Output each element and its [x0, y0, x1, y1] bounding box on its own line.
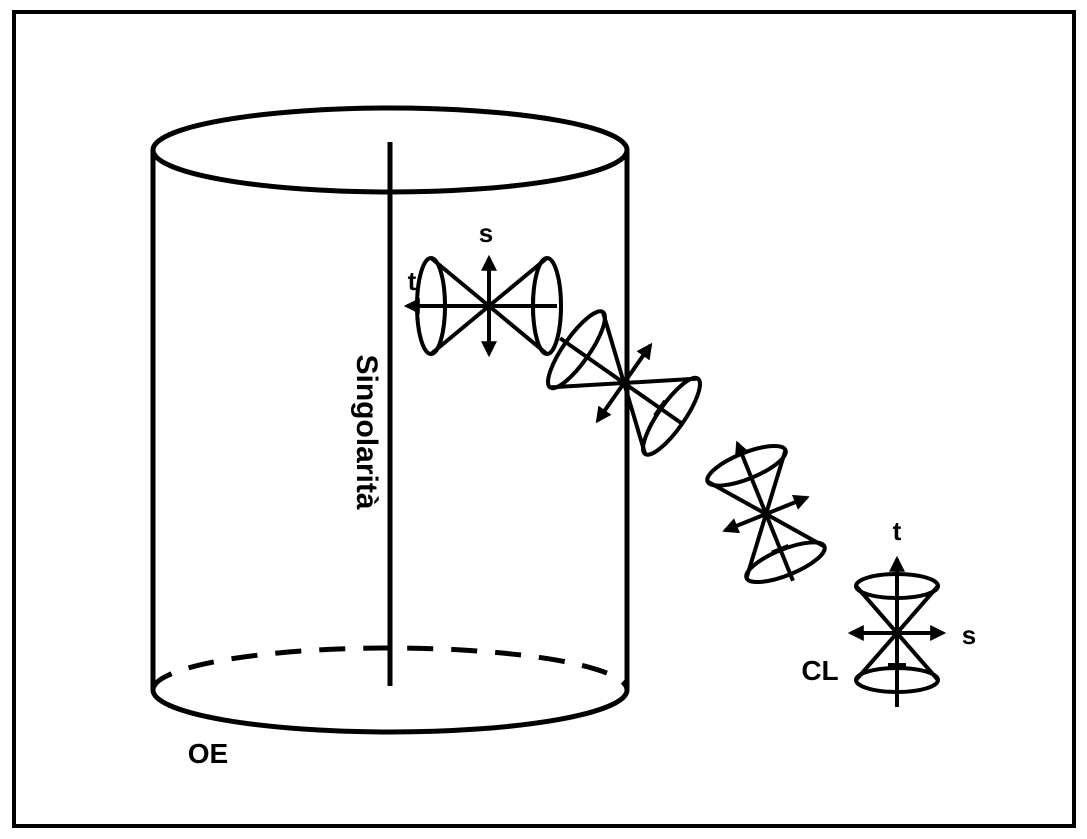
light-cone-2 — [546, 309, 702, 457]
singularity-label: Singolarità — [350, 354, 383, 509]
light-cone-4 — [847, 555, 947, 707]
light-cone-1 — [403, 254, 563, 358]
cone4-s-label: s — [962, 620, 976, 650]
event-horizon-label: OE — [188, 738, 228, 769]
light-cone-label: CL — [801, 655, 838, 686]
cone1-t-label: t — [408, 266, 417, 296]
cylinder-bottom-front — [150, 689, 630, 735]
diagram-frame — [12, 10, 1076, 828]
light-cone-3 — [705, 440, 827, 585]
cone4-t-label: t — [893, 516, 902, 546]
cone1-s-label: s — [479, 218, 493, 248]
cylinder-bottom-back — [150, 645, 630, 691]
